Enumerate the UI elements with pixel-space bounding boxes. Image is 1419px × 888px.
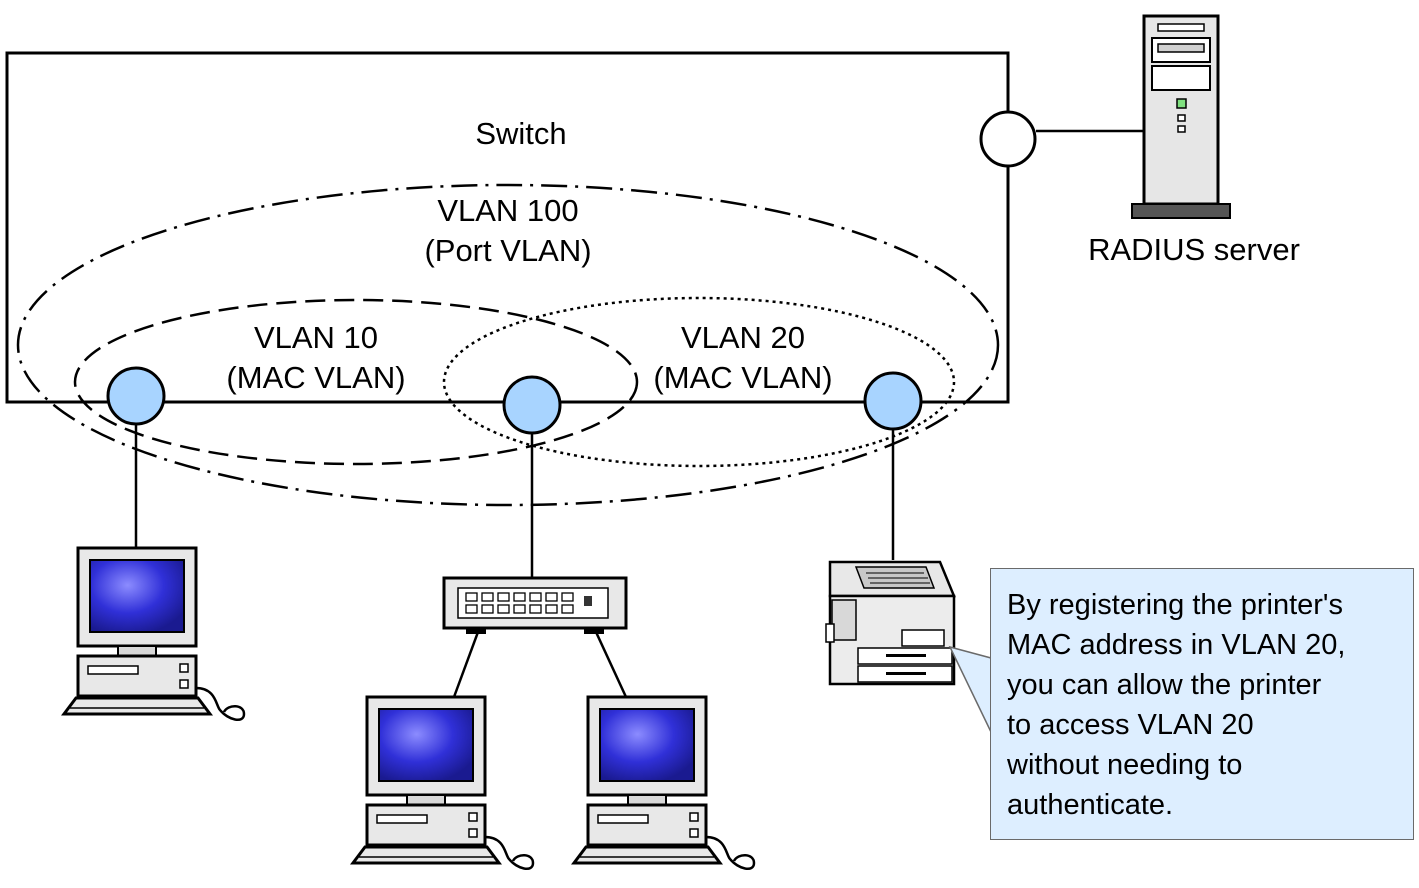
port-vlan10 [106,366,166,426]
note-line: to access VLAN 20 [1007,709,1254,741]
vlan10-subtitle: (MAC VLAN) [226,360,405,395]
vlan20-title: VLAN 20 [681,320,805,355]
note-line: MAC address in VLAN 20, [1007,629,1346,661]
note-line: authenticate. [1007,789,1174,821]
cable-hub-pc3 [594,631,628,698]
cable-hub-pc2 [452,631,480,698]
radius-server-label: RADIUS server [1088,232,1300,267]
hub-icon [442,576,628,634]
computer-icon-1 [62,546,246,722]
vlan10-title: VLAN 10 [254,320,378,355]
vlan20-boundary [442,296,956,468]
vlan10-boundary [73,298,639,466]
vlan100-boundary [16,183,1000,507]
vlan100-title: VLAN 100 [437,193,578,228]
port-vlan20 [863,371,923,431]
uplink-port [979,110,1037,168]
note-line: By registering the printer's [1007,589,1343,621]
switch-label: Switch [475,116,566,151]
radius-server-icon [1131,14,1231,219]
computer-icon-3 [572,695,756,871]
callout-pointer [948,645,992,733]
port-shared [502,375,562,435]
note-line: you can allow the printer [1007,669,1322,701]
callout-note: By registering the printer's MAC address… [990,568,1414,840]
vlan100-subtitle: (Port VLAN) [424,233,591,268]
note-line: without needing to [1007,749,1243,781]
computer-icon-2 [351,695,535,871]
printer-icon [825,560,956,686]
vlan20-subtitle: (MAC VLAN) [653,360,832,395]
